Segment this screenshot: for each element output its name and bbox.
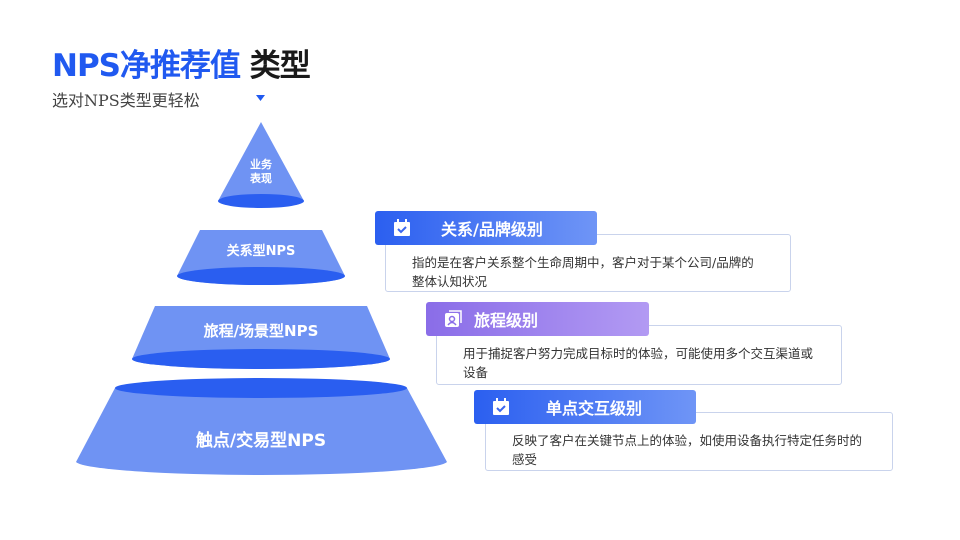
user-card-icon xyxy=(442,308,464,330)
tier-top-base xyxy=(218,194,304,208)
card-header-journey: 旅程级别 xyxy=(426,302,649,336)
tier-4-label: 触点/交易型NPS xyxy=(195,431,327,451)
subtitle: 选对NPS类型更轻松 xyxy=(52,91,200,110)
tier-3-label: 旅程/场景型NPS xyxy=(203,322,319,340)
calendar-check-icon xyxy=(391,217,413,239)
card-header-relationship: 关系/品牌级别 xyxy=(375,211,597,245)
tier-2-label: 关系型NPS xyxy=(226,244,296,259)
tier-4 xyxy=(76,388,447,475)
tier-top-label: 业务表现 xyxy=(250,158,272,185)
card-header-touchpoint: 单点交互级别 xyxy=(474,390,696,424)
tier-3-base xyxy=(132,349,390,369)
calendar-check-icon xyxy=(490,396,512,418)
page-title: NPS净推荐值 类型 xyxy=(52,48,311,84)
tier-4-top xyxy=(115,378,407,398)
marker-triangle xyxy=(256,95,265,101)
tier-2-base xyxy=(177,267,345,285)
tier-top xyxy=(218,122,304,201)
